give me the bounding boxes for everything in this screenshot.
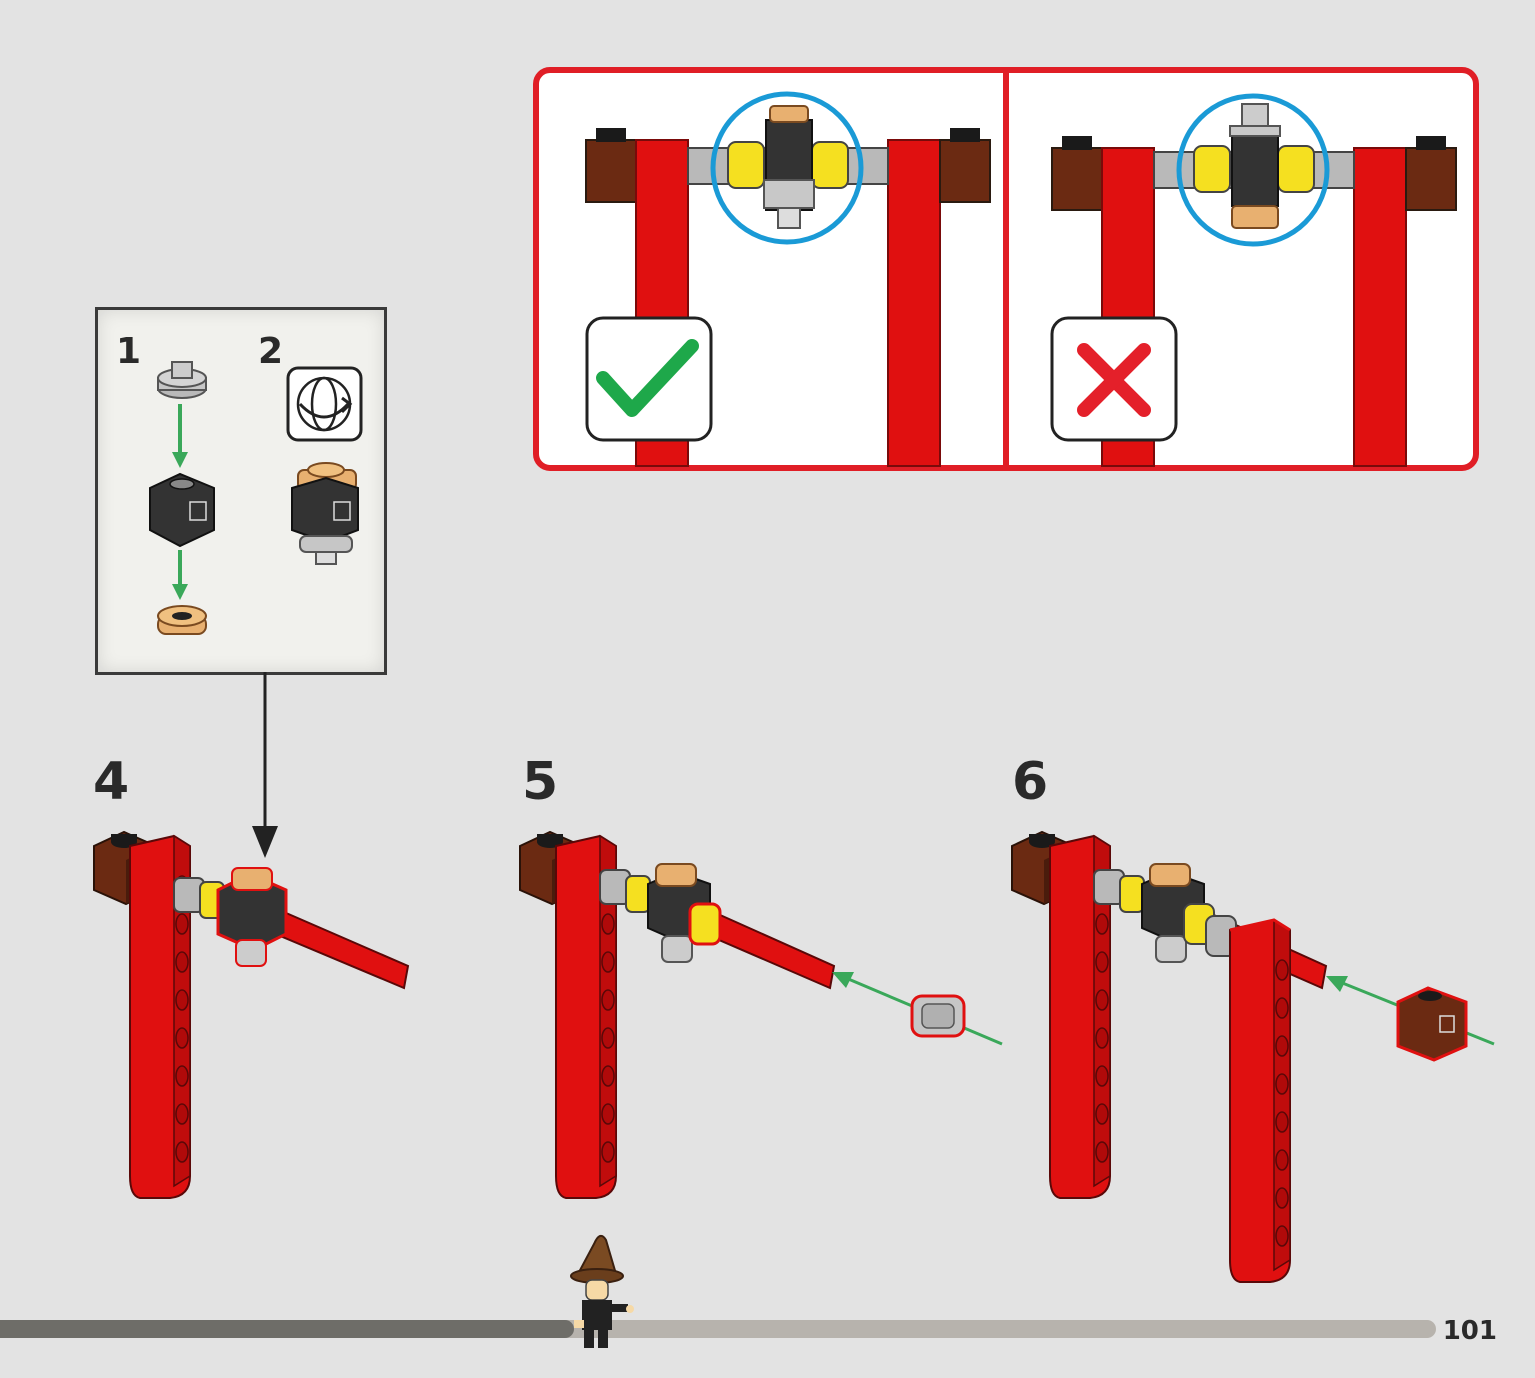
step-6-illustration — [1011, 831, 1495, 1283]
step-number-4: 4 — [93, 752, 130, 812]
step-number-6: 6 — [1012, 752, 1049, 812]
check-mark-icon — [596, 339, 699, 417]
step-4-illustration — [93, 831, 410, 1199]
step-5-illustration — [519, 831, 1003, 1199]
substep-number-2: 2 — [258, 331, 284, 372]
correct-assembly-illustration — [585, 91, 991, 467]
cross-mark-icon — [1077, 343, 1151, 417]
wizard-character-icon — [570, 1234, 634, 1348]
progress-fill — [0, 1320, 574, 1338]
page-number: 101 — [1442, 1316, 1497, 1346]
substep-number-1: 1 — [116, 331, 142, 372]
step-number-5: 5 — [522, 752, 559, 812]
incorrect-assembly-illustration — [1050, 93, 1457, 467]
